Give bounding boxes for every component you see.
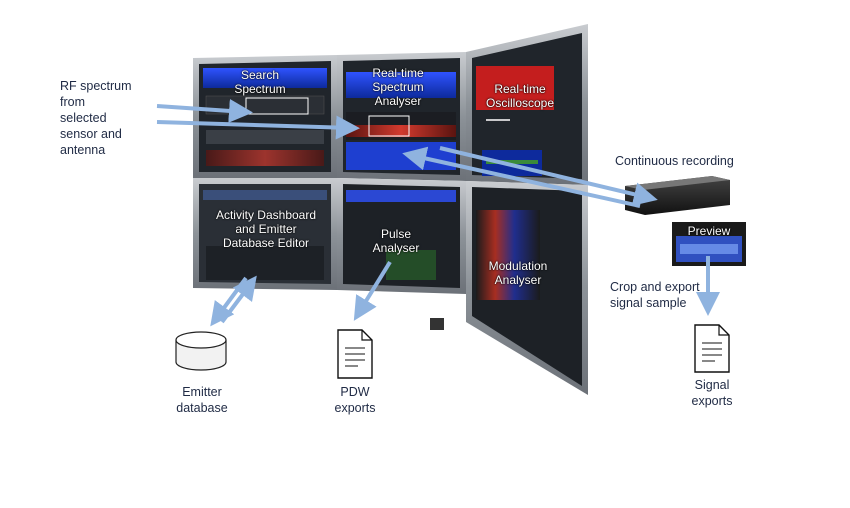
crop-export-label: Crop and export signal sample (610, 280, 700, 310)
continuous-recording-label: Continuous recording (615, 154, 734, 168)
flow-arrows (156, 98, 720, 327)
arrow-pulse-to-pdw (353, 260, 392, 321)
arrow-to-recorder (439, 146, 658, 206)
monitor-activity-dashboard (193, 178, 337, 290)
preview-label: Preview (687, 224, 731, 238)
monitor-realtime-spectrum (337, 52, 466, 181)
pdw-document-icon (337, 329, 373, 379)
pdw-exports-label: PDW exports (334, 385, 376, 415)
arrow-db-to-dashboard (220, 275, 257, 324)
arrow-recorder-to-realtime (402, 146, 641, 208)
screen-title-modulation: Modulation Analyser (488, 259, 548, 287)
monitor-oscilloscope (466, 24, 588, 185)
monitor-modulation-analyser (466, 181, 588, 395)
input-label: RF spectrum from selected sensor and ant… (60, 79, 132, 157)
screen-title-realtime-spectrum: Real-time Spectrum Analyser (372, 66, 424, 108)
database-icon (175, 331, 227, 371)
emitter-database-label: Emitter database (176, 385, 228, 415)
screen-title-pulse: Pulse Analyser (372, 227, 420, 255)
arrow-input-to-realtime (156, 115, 360, 140)
arrow-input-to-search (156, 98, 253, 123)
screen-title-search: Search Spectrum (234, 68, 286, 96)
monitor-stand (430, 318, 444, 330)
monitor-pulse-analyser (337, 178, 466, 294)
signal-document-icon (694, 324, 730, 373)
screen-title-oscilloscope: Real-time Oscilloscope (485, 82, 555, 110)
screen-title-activity: Activity Dashboard and Emitter Database … (215, 208, 317, 250)
monitor-search-spectrum (193, 55, 337, 178)
signal-exports-label: Signal exports (691, 378, 733, 408)
